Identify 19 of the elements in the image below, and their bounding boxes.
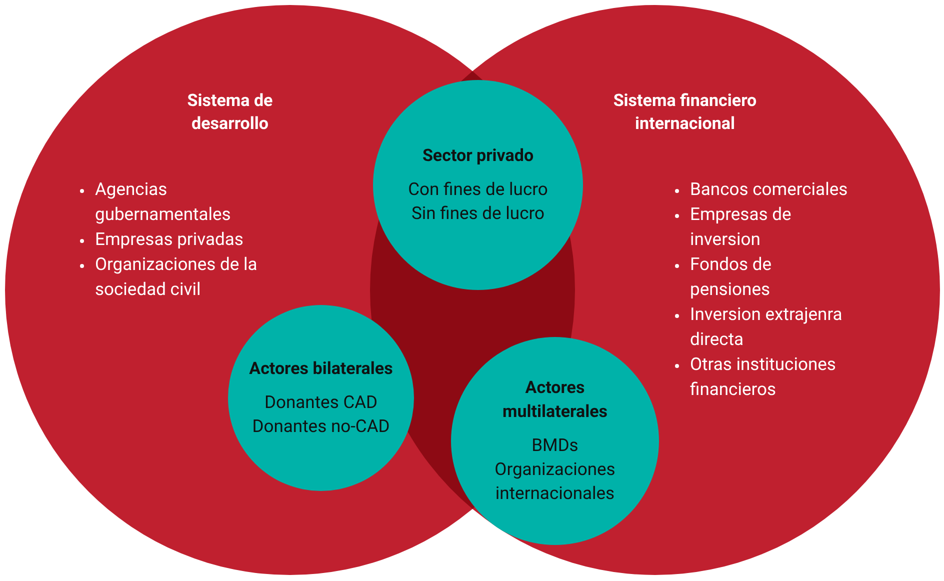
circle-item: BMDs (530, 435, 580, 458)
list-item: Empresas de inversion (690, 204, 792, 252)
circle-item: Donantes CAD (264, 392, 378, 415)
list-item: Otras instituciones financieros (690, 354, 837, 402)
list-item: Inversion extrajenra directa (690, 304, 844, 352)
list-item: Organizaciones de la sociedad civil (95, 254, 258, 302)
circle-item: Organizaciones internacionales (494, 459, 616, 506)
list-item: Fondos de pensiones (690, 254, 773, 302)
circle-item: Donantes no-CAD (251, 416, 391, 439)
circle-heading: Actores bilaterales (248, 358, 394, 381)
circle-heading: Sistema de desarrollo (186, 90, 274, 136)
circle-heading: Actores multilaterales (502, 377, 608, 424)
circle-item: Con fines de lucro (407, 179, 549, 202)
list-item: Agencias gubernamentales (95, 179, 232, 227)
circle-item: Sin fines de lucro (410, 203, 546, 226)
list-item: Bancos comerciales (690, 179, 849, 202)
circle-heading: Sector privado (421, 145, 535, 168)
list-item: Empresas privadas (95, 229, 244, 252)
circle-heading: Sistema financiero internacional (612, 90, 758, 136)
